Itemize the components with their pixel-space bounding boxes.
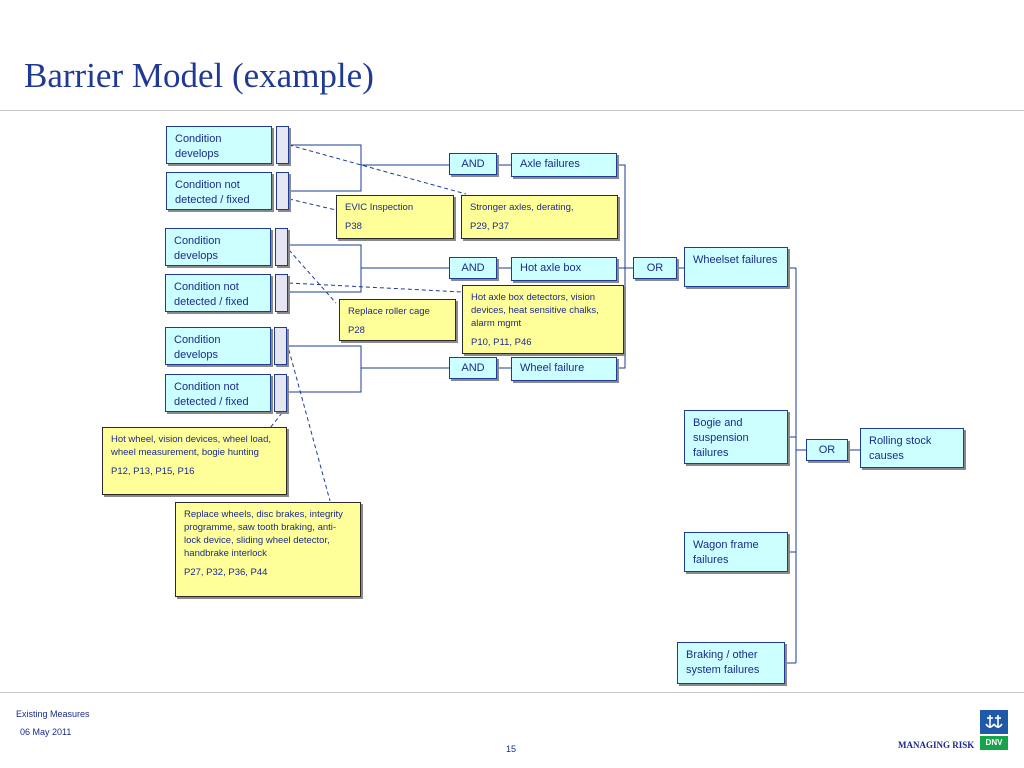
note-text: Hot wheel, vision devices, wheel load, w… [111,434,272,458]
barrier-tab-1 [276,126,289,164]
note-hot-wheel: Hot wheel, vision devices, wheel load, w… [102,427,287,495]
note-text: Stronger axles, derating, [470,202,574,213]
and-gate-2: AND [449,257,497,279]
dash-tab6-hotwheel [269,412,283,429]
or-gate-2: OR [806,439,848,461]
barrier-tab-3 [275,228,288,266]
managing-risk-tagline: MANAGING RISK [898,740,975,750]
note-hot-axle-detectors: Hot axle box detectors, vision devices, … [462,285,624,354]
note-text: EVIC Inspection [345,202,414,213]
condition-not-detected-1: Condition not detected / fixed [166,172,272,210]
note-refs: P28 [348,325,365,336]
note-refs: P10, P11, P46 [471,337,532,348]
and-gate-3: AND [449,357,497,379]
note-text: Replace wheels, disc brakes, integrity p… [184,509,343,559]
anchor-icon [980,710,1008,734]
dash-tab1-stronger [288,144,467,195]
hot-axle-box: Hot axle box [511,257,617,281]
condition-develops-1: Condition develops [166,126,272,164]
condition-develops-2: Condition develops [165,228,271,266]
failures-bracket [617,164,626,369]
bogie-failures-box: Bogie and suspension failures [684,410,788,464]
group3-bracket [289,345,362,393]
title-divider [0,110,1024,111]
group1-bracket [289,144,362,192]
footer-date: 06 May 2011 [20,727,72,737]
dash-tab3-roller [288,249,337,304]
note-refs: P27, P32, P36, P44 [184,567,268,578]
barrier-tab-2 [276,172,289,210]
and-gate-1: AND [449,153,497,175]
note-replace-wheels: Replace wheels, disc brakes, integrity p… [175,502,361,597]
braking-failures-box: Braking / other system failures [677,642,785,684]
note-refs: P29, P37 [470,221,510,232]
dnv-logo: DNV [980,710,1008,752]
condition-not-detected-3: Condition not detected / fixed [165,374,271,412]
condition-develops-3: Condition develops [165,327,271,365]
wheelset-failures-box: Wheelset failures [684,247,788,287]
note-text: Hot axle box detectors, vision devices, … [471,292,599,329]
note-text: Replace roller cage [348,306,430,317]
barrier-tab-5 [274,327,287,365]
dnv-wordmark: DNV [980,736,1008,750]
page-title: Barrier Model (example) [24,56,374,95]
footer-divider [0,692,1024,693]
note-refs: P12, P13, P15, P16 [111,466,195,477]
footer-section-label: Existing Measures [16,709,90,719]
barrier-tab-4 [275,274,288,312]
dash-tab4-hotaxle [288,282,463,293]
axle-failures-box: Axle failures [511,153,617,177]
wheel-failure-box: Wheel failure [511,357,617,381]
rolling-stock-causes-box: Rolling stock causes [860,428,964,468]
condition-not-detected-2: Condition not detected / fixed [165,274,271,312]
barrier-tab-6 [274,374,287,412]
wagon-frame-failures-box: Wagon frame failures [684,532,788,572]
dash-tab2-evic [288,198,337,211]
note-evic-inspection: EVIC Inspection P38 [336,195,454,239]
note-replace-roller-cage: Replace roller cage P28 [339,299,456,341]
dash-tab5-replace [286,342,331,502]
page-number: 15 [506,744,517,754]
or-gate-1: OR [633,257,677,279]
note-stronger-axles: Stronger axles, derating, P29, P37 [461,195,618,239]
note-refs: P38 [345,221,362,232]
